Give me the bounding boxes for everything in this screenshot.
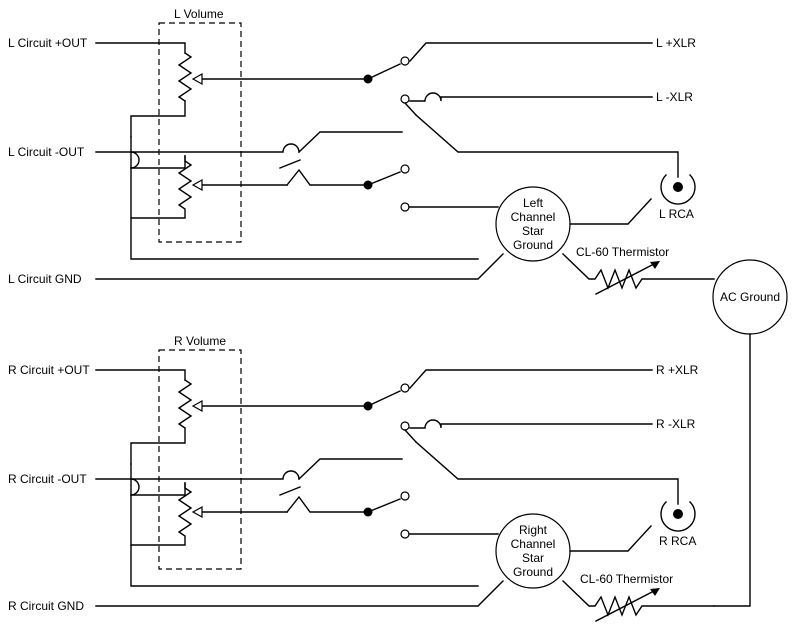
r-minus-out-label: R Circuit -OUT xyxy=(8,472,87,486)
r-star-line-3: Star xyxy=(522,551,544,565)
l-star-line-4: Ground xyxy=(513,238,553,252)
r-volume-title: R Volume xyxy=(174,334,226,348)
r-xlr-minus-label: R -XLR xyxy=(656,417,696,431)
r-rca-label: R RCA xyxy=(659,534,696,548)
l-xlr-minus-label: L -XLR xyxy=(656,90,693,104)
r-plus-out-label: R Circuit +OUT xyxy=(8,363,90,377)
r-xlr-plus-label: R +XLR xyxy=(656,363,699,377)
right-channel: R Circuit +OUT R Circuit -OUT R Circuit … xyxy=(8,334,715,622)
l-volume-title: L Volume xyxy=(174,7,224,21)
r-star-line-1: Right xyxy=(519,523,548,537)
l-rca-label: L RCA xyxy=(659,207,694,221)
ac-ground-return-wire xyxy=(713,333,751,607)
r-thermistor-label: CL-60 Thermistor xyxy=(580,572,673,586)
l-gnd-label: L Circuit GND xyxy=(8,272,82,286)
l-star-line-1: Left xyxy=(523,196,544,210)
r-gnd-label: R Circuit GND xyxy=(8,599,84,613)
ac-ground-label: AC Ground xyxy=(720,290,780,304)
r-star-line-4: Ground xyxy=(513,565,553,579)
l-star-line-3: Star xyxy=(522,224,544,238)
ac-ground: AC Ground xyxy=(712,259,788,607)
l-star-line-2: Channel xyxy=(511,210,556,224)
l-thermistor-label: CL-60 Thermistor xyxy=(576,245,669,259)
l-xlr-plus-label: L +XLR xyxy=(656,36,696,50)
l-minus-out-label: L Circuit -OUT xyxy=(8,145,85,159)
left-channel: L Circuit +OUT L Circuit -OUT L Circuit … xyxy=(8,7,715,295)
l-plus-out-label: L Circuit +OUT xyxy=(8,36,88,50)
r-star-line-2: Channel xyxy=(511,537,556,551)
